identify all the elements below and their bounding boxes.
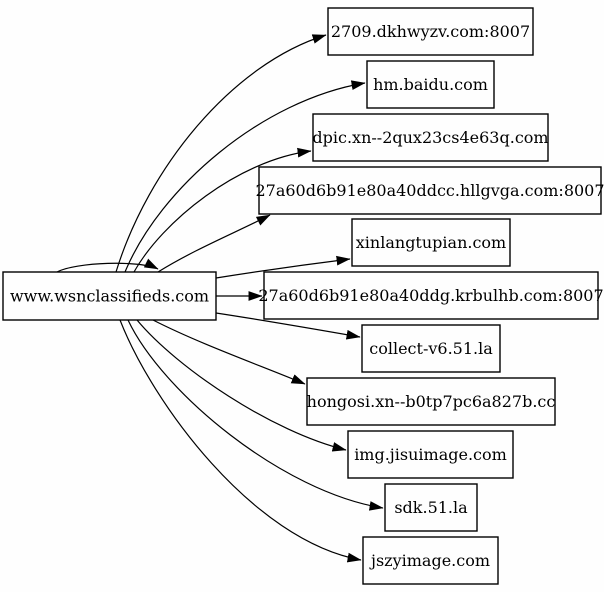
edge-www-wsnclassifieds-com-to-hongosi-xn-b0tp7pc6a827b-cc — [152, 319, 306, 385]
nodes-layer: www.wsnclassifieds.com 2709.dkhwyzv.com:8… — [2, 7, 604, 585]
node-label-hm-baidu-com: hm.baidu.com — [373, 75, 488, 94]
node-label-xinlangtupian-com: xinlangtupian.com — [356, 233, 506, 252]
node-box-dpic-xn-2qux23cs4e63q-com — [312, 113, 549, 162]
edge-www-wsnclassifieds-com-to-www-wsnclassifieds-com — [56, 258, 159, 273]
node-label-27a60d6b91e80a40ddg-krbulhb-com-8007: 27a60d6b91e80a40ddg.krbulhb.com:8007 — [258, 286, 603, 305]
graph-node-27a60d6b91e80a40ddcc-hllgvga-com-8007: 27a60d6b91e80a40ddcc.hllgvga.com:8007 — [255, 166, 604, 215]
edge-www-wsnclassifieds-com-to-27a60d6b91e80a40ddcc-hllgvga-com-8007 — [157, 214, 271, 273]
graph-node-jszyimage-com: jszyimage.com — [362, 536, 499, 585]
node-box-xinlangtupian-com — [351, 218, 511, 267]
edge-www-wsnclassifieds-com-to-dpic-xn-2qux23cs4e63q-com — [133, 147, 312, 273]
edge-www-wsnclassifieds-com-to-hm-baidu-com — [124, 80, 366, 273]
graph-node-dpic-xn-2qux23cs4e63q-com: dpic.xn--2qux23cs4e63q.com — [312, 113, 549, 162]
node-label-hongosi-xn-b0tp7pc6a827b-cc: hongosi.xn--b0tp7pc6a827b.cc — [307, 392, 556, 411]
node-box-27a60d6b91e80a40ddcc-hllgvga-com-8007 — [258, 166, 602, 215]
node-box-www-wsnclassifieds-com — [2, 271, 217, 321]
graph-node-hongosi-xn-b0tp7pc6a827b-cc: hongosi.xn--b0tp7pc6a827b.cc — [306, 377, 556, 426]
node-label-2709-dkhwyzv-com-8007: 2709.dkhwyzv.com:8007 — [331, 22, 530, 41]
edge-www-wsnclassifieds-com-to-2709-dkhwyzv-com-8007 — [115, 34, 327, 273]
node-label-27a60d6b91e80a40ddcc-hllgvga-com-8007: 27a60d6b91e80a40ddcc.hllgvga.com:8007 — [255, 181, 604, 200]
node-box-2709-dkhwyzv-com-8007 — [327, 7, 534, 56]
edge-www-wsnclassifieds-com-to-sdk-51-la — [127, 319, 384, 511]
graph-node-sdk-51-la: sdk.51.la — [384, 483, 478, 532]
edge-www-wsnclassifieds-com-to-collect-v6-51-la — [215, 312, 361, 340]
edge-www-wsnclassifieds-com-to-jszyimage-com — [119, 319, 362, 563]
graph-node-hm-baidu-com: hm.baidu.com — [366, 60, 495, 109]
node-box-hm-baidu-com — [366, 60, 495, 109]
node-label-sdk-51-la: sdk.51.la — [394, 498, 468, 517]
node-label-collect-v6-51-la: collect-v6.51.la — [369, 339, 493, 358]
node-label-jszyimage-com: jszyimage.com — [369, 551, 490, 570]
edge-www-wsnclassifieds-com-to-xinlangtupian-com — [215, 255, 351, 279]
node-label-dpic-xn-2qux23cs4e63q-com: dpic.xn--2qux23cs4e63q.com — [312, 128, 548, 147]
node-box-hongosi-xn-b0tp7pc6a827b-cc — [306, 377, 556, 426]
edges-layer — [56, 34, 384, 563]
node-label-img-jisuimage-com: img.jisuimage.com — [354, 445, 507, 464]
graph-node-2709-dkhwyzv-com-8007: 2709.dkhwyzv.com:8007 — [327, 7, 534, 56]
graph-node-xinlangtupian-com: xinlangtupian.com — [351, 218, 511, 267]
graph-node-27a60d6b91e80a40ddg-krbulhb-com-8007: 27a60d6b91e80a40ddg.krbulhb.com:8007 — [258, 271, 604, 320]
graph-node-www-wsnclassifieds-com: www.wsnclassifieds.com — [2, 271, 217, 321]
node-label-www-wsnclassifieds-com: www.wsnclassifieds.com — [10, 287, 209, 306]
node-box-sdk-51-la — [384, 483, 478, 532]
node-box-img-jisuimage-com — [347, 430, 514, 479]
node-box-27a60d6b91e80a40ddg-krbulhb-com-8007 — [263, 271, 599, 320]
edge-www-wsnclassifieds-com-to-img-jisuimage-com — [136, 319, 347, 452]
graph-node-collect-v6-51-la: collect-v6.51.la — [361, 324, 501, 373]
node-box-jszyimage-com — [362, 536, 499, 585]
graph-node-img-jisuimage-com: img.jisuimage.com — [347, 430, 514, 479]
node-box-collect-v6-51-la — [361, 324, 501, 373]
